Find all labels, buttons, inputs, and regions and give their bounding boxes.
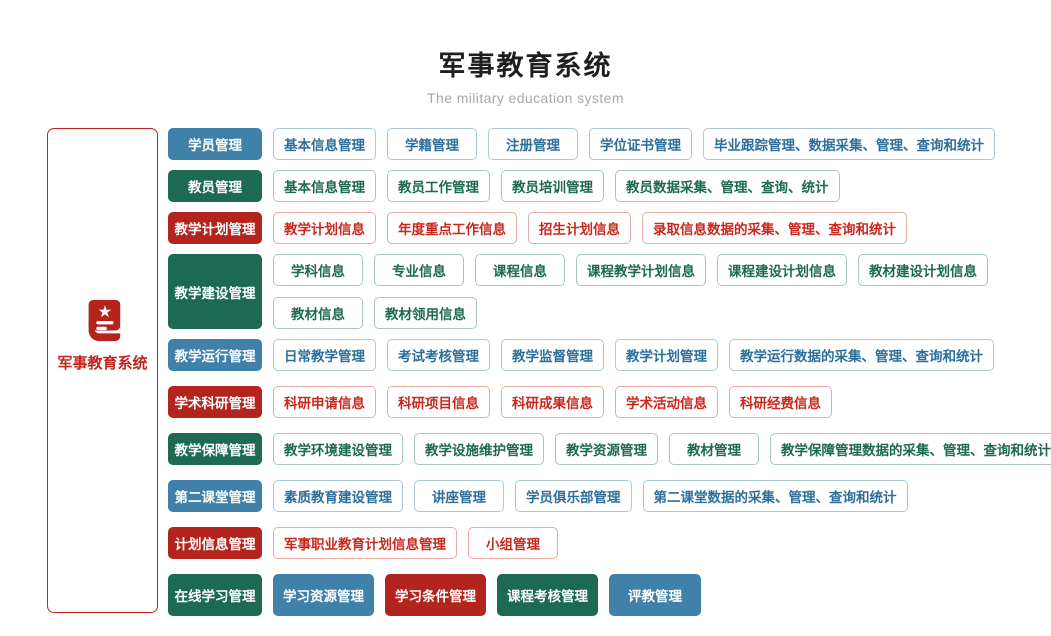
menu-item-button[interactable]: 教材信息: [273, 297, 363, 329]
menu-item-button[interactable]: 教学运行数据的采集、管理、查询和统计: [729, 339, 994, 371]
menu-row: 教学保障管理教学环境建设管理教学设施维护管理教学资源管理教材管理教学保障管理数据…: [168, 433, 1051, 465]
menu-row: 在线学习管理学习资源管理学习条件管理课程考核管理评教管理: [168, 574, 1051, 616]
group-button[interactable]: 教学保障管理: [168, 433, 262, 465]
menu-item-button[interactable]: 学习条件管理: [385, 574, 486, 616]
menu-item-button[interactable]: 日常教学管理: [273, 339, 376, 371]
menu-row-lines: 军事职业教育计划信息管理小组管理: [273, 527, 558, 559]
menu-item-button[interactable]: 科研项目信息: [387, 386, 490, 418]
group-button[interactable]: 教学建设管理: [168, 254, 262, 329]
menu-item-button[interactable]: 基本信息管理: [273, 170, 376, 202]
menu-row-lines: 素质教育建设管理讲座管理学员俱乐部管理第二课堂数据的采集、管理、查询和统计: [273, 480, 908, 512]
menu-row-lines: 基本信息管理学籍管理注册管理学位证书管理毕业跟踪管理、数据采集、管理、查询和统计: [273, 128, 995, 160]
menu-item-button[interactable]: 评教管理: [609, 574, 701, 616]
menu-item-button[interactable]: 科研经费信息: [729, 386, 832, 418]
group-button[interactable]: 在线学习管理: [168, 574, 262, 616]
root-panel: ★ 军事教育系统: [47, 128, 158, 613]
menu-row: 学术科研管理科研申请信息科研项目信息科研成果信息学术活动信息科研经费信息: [168, 386, 1051, 418]
group-button[interactable]: 教学计划管理: [168, 212, 262, 244]
menu-item-button[interactable]: 学员俱乐部管理: [515, 480, 632, 512]
menu-row: 教学建设管理学科信息专业信息课程信息课程教学计划信息课程建设计划信息教材建设计划…: [168, 254, 1051, 329]
menu-item-button[interactable]: 教材管理: [669, 433, 759, 465]
menu-item-button[interactable]: 基本信息管理: [273, 128, 376, 160]
menu-row-lines: 教学环境建设管理教学设施维护管理教学资源管理教材管理教学保障管理数据的采集、管理…: [273, 433, 1051, 465]
menu-item-button[interactable]: 课程考核管理: [497, 574, 598, 616]
menu-item-button[interactable]: 教员工作管理: [387, 170, 490, 202]
menu-item-button[interactable]: 教学监督管理: [501, 339, 604, 371]
menu-item-button[interactable]: 教学保障管理数据的采集、管理、查询和统计: [770, 433, 1051, 465]
page-title: 军事教育系统: [438, 51, 613, 81]
menu-row: 计划信息管理军事职业教育计划信息管理小组管理: [168, 527, 1051, 559]
menu-row-lines: 日常教学管理考试考核管理教学监督管理教学计划管理教学运行数据的采集、管理、查询和…: [273, 339, 994, 371]
root-system-label: 军事教育系统: [57, 355, 148, 372]
menu-item-button[interactable]: 课程信息: [475, 254, 565, 286]
menu-row-line: 教学环境建设管理教学设施维护管理教学资源管理教材管理教学保障管理数据的采集、管理…: [273, 433, 1051, 465]
book-star-icon: ★: [88, 299, 120, 342]
group-button[interactable]: 学员管理: [168, 128, 262, 160]
menu-row: 教员管理基本信息管理教员工作管理教员培训管理教员数据采集、管理、查询、统计: [168, 170, 1051, 202]
menu-row-lines: 科研申请信息科研项目信息科研成果信息学术活动信息科研经费信息: [273, 386, 832, 418]
menu-item-button[interactable]: 考试考核管理: [387, 339, 490, 371]
menu-item-button[interactable]: 教材领用信息: [374, 297, 477, 329]
menu-item-button[interactable]: 科研申请信息: [273, 386, 376, 418]
menu-item-button[interactable]: 教学资源管理: [555, 433, 658, 465]
page-subtitle: The military education system: [427, 90, 624, 106]
menu-row-lines: 学科信息专业信息课程信息课程教学计划信息课程建设计划信息教材建设计划信息教材信息…: [273, 254, 988, 329]
group-button[interactable]: 教员管理: [168, 170, 262, 202]
menu-row-line: 教学计划信息年度重点工作信息招生计划信息录取信息数据的采集、管理、查询和统计: [273, 212, 907, 244]
group-button[interactable]: 教学运行管理: [168, 339, 262, 371]
menu-item-button[interactable]: 学籍管理: [387, 128, 477, 160]
menu-rows: 学员管理基本信息管理学籍管理注册管理学位证书管理毕业跟踪管理、数据采集、管理、查…: [168, 128, 1051, 631]
menu-row-line: 学科信息专业信息课程信息课程教学计划信息课程建设计划信息教材建设计划信息: [273, 254, 988, 286]
menu-item-button[interactable]: 教学设施维护管理: [414, 433, 544, 465]
menu-item-button[interactable]: 学位证书管理: [589, 128, 692, 160]
menu-item-button[interactable]: 小组管理: [468, 527, 558, 559]
menu-row-line: 基本信息管理学籍管理注册管理学位证书管理毕业跟踪管理、数据采集、管理、查询和统计: [273, 128, 995, 160]
menu-row-line: 科研申请信息科研项目信息科研成果信息学术活动信息科研经费信息: [273, 386, 832, 418]
menu-item-button[interactable]: 教学环境建设管理: [273, 433, 403, 465]
menu-row-line: 基本信息管理教员工作管理教员培训管理教员数据采集、管理、查询、统计: [273, 170, 840, 202]
menu-row: 第二课堂管理素质教育建设管理讲座管理学员俱乐部管理第二课堂数据的采集、管理、查询…: [168, 480, 1051, 512]
menu-item-button[interactable]: 注册管理: [488, 128, 578, 160]
menu-item-button[interactable]: 教员数据采集、管理、查询、统计: [615, 170, 840, 202]
system-diagram: ★ 军事教育系统 学员管理基本信息管理学籍管理注册管理学位证书管理毕业跟踪管理、…: [47, 128, 1051, 631]
menu-item-button[interactable]: 素质教育建设管理: [273, 480, 403, 512]
menu-item-button[interactable]: 学科信息: [273, 254, 363, 286]
svg-text:★: ★: [97, 302, 112, 321]
group-button[interactable]: 第二课堂管理: [168, 480, 262, 512]
menu-row-line: 素质教育建设管理讲座管理学员俱乐部管理第二课堂数据的采集、管理、查询和统计: [273, 480, 908, 512]
menu-item-button[interactable]: 毕业跟踪管理、数据采集、管理、查询和统计: [703, 128, 995, 160]
menu-item-button[interactable]: 学术活动信息: [615, 386, 718, 418]
menu-item-button[interactable]: 讲座管理: [414, 480, 504, 512]
menu-item-button[interactable]: 学习资源管理: [273, 574, 374, 616]
menu-item-button[interactable]: 科研成果信息: [501, 386, 604, 418]
menu-row: 学员管理基本信息管理学籍管理注册管理学位证书管理毕业跟踪管理、数据采集、管理、查…: [168, 128, 1051, 160]
menu-row-line: 军事职业教育计划信息管理小组管理: [273, 527, 558, 559]
menu-item-button[interactable]: 军事职业教育计划信息管理: [273, 527, 457, 559]
group-button[interactable]: 学术科研管理: [168, 386, 262, 418]
menu-row-lines: 基本信息管理教员工作管理教员培训管理教员数据采集、管理、查询、统计: [273, 170, 840, 202]
menu-row-lines: 教学计划信息年度重点工作信息招生计划信息录取信息数据的采集、管理、查询和统计: [273, 212, 907, 244]
page-header: 军事教育系统 The military education system: [0, 0, 1051, 106]
menu-row: 教学计划管理教学计划信息年度重点工作信息招生计划信息录取信息数据的采集、管理、查…: [168, 212, 1051, 244]
menu-item-button[interactable]: 教材建设计划信息: [858, 254, 988, 286]
menu-row-line: 日常教学管理考试考核管理教学监督管理教学计划管理教学运行数据的采集、管理、查询和…: [273, 339, 994, 371]
menu-item-button[interactable]: 课程教学计划信息: [576, 254, 706, 286]
menu-item-button[interactable]: 录取信息数据的采集、管理、查询和统计: [642, 212, 907, 244]
menu-item-button[interactable]: 招生计划信息: [528, 212, 631, 244]
group-button[interactable]: 计划信息管理: [168, 527, 262, 559]
menu-item-button[interactable]: 教学计划信息: [273, 212, 376, 244]
menu-item-button[interactable]: 第二课堂数据的采集、管理、查询和统计: [642, 480, 908, 512]
menu-item-button[interactable]: 年度重点工作信息: [387, 212, 517, 244]
menu-row: 教学运行管理日常教学管理考试考核管理教学监督管理教学计划管理教学运行数据的采集、…: [168, 339, 1051, 371]
menu-item-button[interactable]: 教员培训管理: [501, 170, 604, 202]
menu-item-button[interactable]: 课程建设计划信息: [717, 254, 847, 286]
menu-row-line: 教材信息教材领用信息: [273, 297, 988, 329]
menu-item-button[interactable]: 教学计划管理: [615, 339, 718, 371]
menu-item-button[interactable]: 专业信息: [374, 254, 464, 286]
